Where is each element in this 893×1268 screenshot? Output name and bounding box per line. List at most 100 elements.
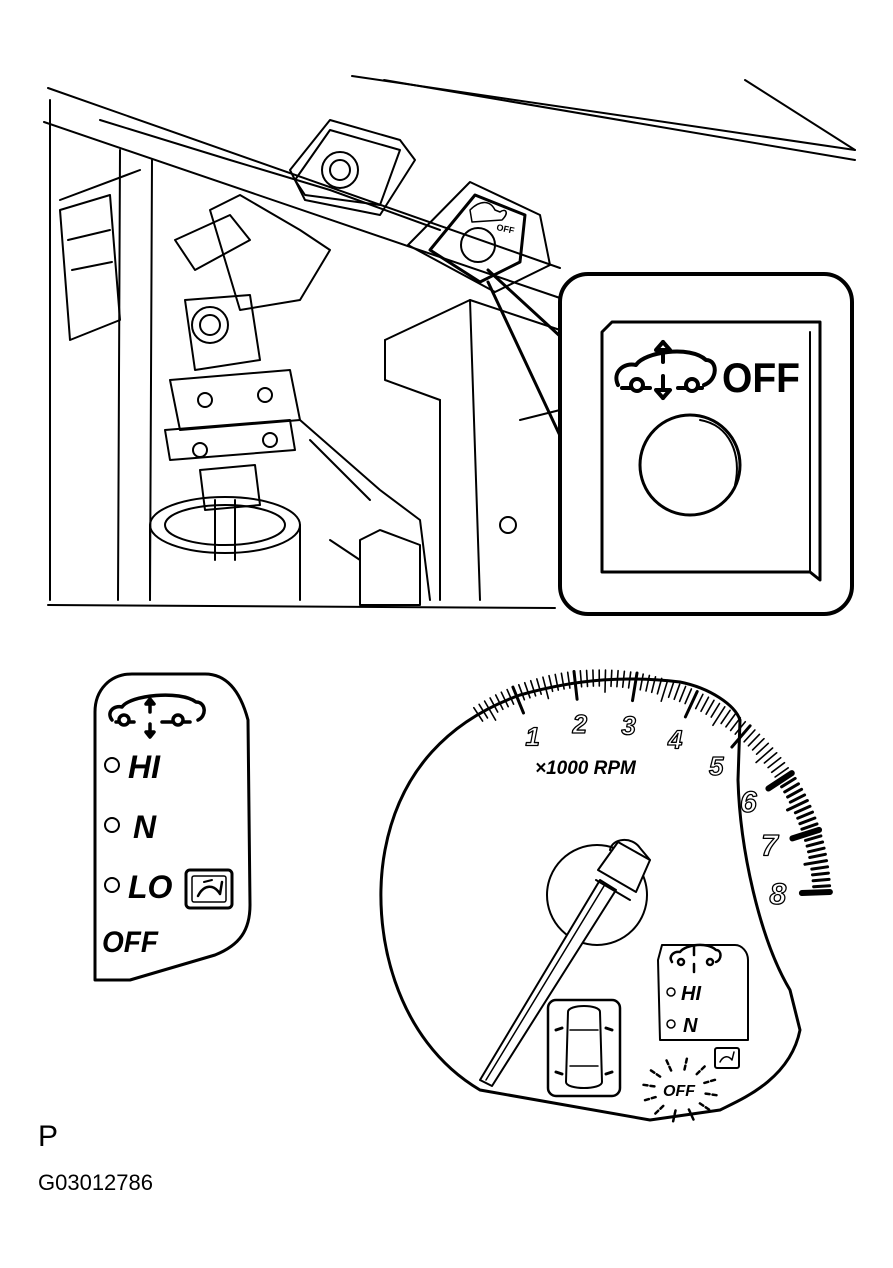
tach-tick	[751, 737, 765, 751]
small-switch-off-label: OFF	[496, 222, 516, 236]
tach-tick	[805, 840, 825, 848]
tach-tick	[660, 679, 669, 703]
flashing-off-label: OFF	[663, 1083, 696, 1100]
tach-tick	[566, 671, 571, 689]
hi-label: HI	[128, 749, 161, 785]
tach-tick	[808, 852, 827, 859]
flash-ray	[639, 1083, 656, 1088]
n-indicator-lamp	[104, 817, 120, 833]
tach-tick	[517, 683, 526, 701]
tach-tick	[700, 696, 710, 713]
tach-tick	[529, 679, 537, 697]
tach-tick	[645, 674, 651, 692]
flash-ray	[665, 1058, 673, 1072]
flash-ray	[687, 1108, 695, 1122]
indicator-panel: HI N LO OFF	[93, 672, 252, 982]
tach-tick	[796, 810, 814, 820]
tach-tick	[763, 751, 778, 764]
tach-tick	[710, 702, 721, 718]
mini-n-lamp	[666, 1019, 676, 1029]
flash-ray	[698, 1102, 712, 1112]
lo-label: LO	[128, 869, 173, 905]
tach-tick	[548, 674, 554, 693]
tach-tick	[610, 669, 613, 688]
tach-tick	[786, 799, 809, 812]
tach-tick	[793, 804, 812, 815]
tach-tick-label: 5	[709, 751, 724, 781]
flash-ray	[695, 1064, 707, 1076]
tach-tick	[673, 683, 681, 701]
mini-car-icon	[669, 943, 722, 974]
tach-tick	[494, 694, 504, 711]
tach-tick	[684, 688, 693, 705]
flash-ray	[653, 1104, 665, 1116]
tach-tick	[678, 685, 687, 703]
tach-tick	[631, 671, 639, 703]
figure-letter: P	[38, 1120, 59, 1153]
height-control-switch: OFF	[407, 181, 551, 293]
tach-mini-panel: HI N	[657, 943, 749, 1069]
tach-tick	[705, 699, 715, 716]
tach-tick	[804, 834, 823, 842]
tach-tick	[667, 681, 675, 699]
tach-tick	[767, 756, 782, 769]
tach-tick	[803, 859, 829, 866]
flash-ray	[683, 1057, 689, 1071]
tach-tick	[694, 693, 704, 710]
tach-tick-label: 3	[621, 710, 636, 740]
tach-needle	[479, 839, 651, 1087]
tach-tick	[585, 669, 589, 688]
tach-tick-label: 6	[740, 786, 757, 819]
tach-tick	[572, 670, 579, 701]
tach-tick	[604, 669, 607, 693]
needle-hub	[546, 844, 648, 946]
tach-tick	[720, 709, 731, 725]
tach-tick	[592, 669, 595, 687]
tach-tick	[765, 770, 795, 792]
tach-tick	[729, 716, 742, 732]
mini-n-label: N	[683, 1015, 698, 1037]
tach-tick	[780, 776, 797, 789]
tach-tick	[783, 782, 800, 794]
tach-tick	[730, 724, 752, 749]
tach-tick	[811, 871, 830, 877]
panel-off-label: OFF	[102, 926, 159, 959]
tach-tick	[472, 706, 484, 722]
tach-tick-label: 1	[525, 721, 539, 751]
flash-ray	[641, 1095, 657, 1103]
flashing-off-indicator: OFF	[639, 1057, 721, 1123]
tach-tick	[683, 690, 699, 719]
flash-ray	[703, 1077, 719, 1085]
tach-tick	[656, 677, 663, 695]
tach-tick	[811, 877, 831, 883]
mini-hi-lamp	[666, 987, 676, 997]
flash-ray	[671, 1109, 677, 1123]
height-control-car-icon	[614, 340, 717, 400]
tach-tick	[506, 688, 515, 706]
callout-off-label: OFF	[722, 354, 800, 401]
tach-tick	[523, 681, 531, 699]
mini-lock-icon	[714, 1047, 740, 1069]
tach-tick	[807, 846, 826, 854]
tach-tick	[786, 787, 804, 799]
tach-tick	[810, 865, 830, 871]
tach-tick	[489, 697, 499, 713]
tach-tick-label: 7	[761, 830, 779, 863]
tach-tick	[798, 816, 817, 826]
tach-tick	[755, 747, 774, 764]
tach-tick-label: 8	[770, 878, 787, 911]
tach-tick	[734, 720, 747, 735]
figure-code: G03012786	[38, 1170, 153, 1195]
tach-tick	[800, 822, 819, 831]
callout-leader	[486, 268, 564, 442]
tach-tick	[788, 793, 807, 804]
tach-tick	[747, 733, 761, 747]
tach-tick	[774, 766, 790, 778]
tach-ticks	[472, 669, 833, 896]
vehicle-top-view-icon	[546, 998, 622, 1098]
tach-tick	[770, 761, 786, 774]
switch-callout: OFF	[558, 272, 854, 616]
